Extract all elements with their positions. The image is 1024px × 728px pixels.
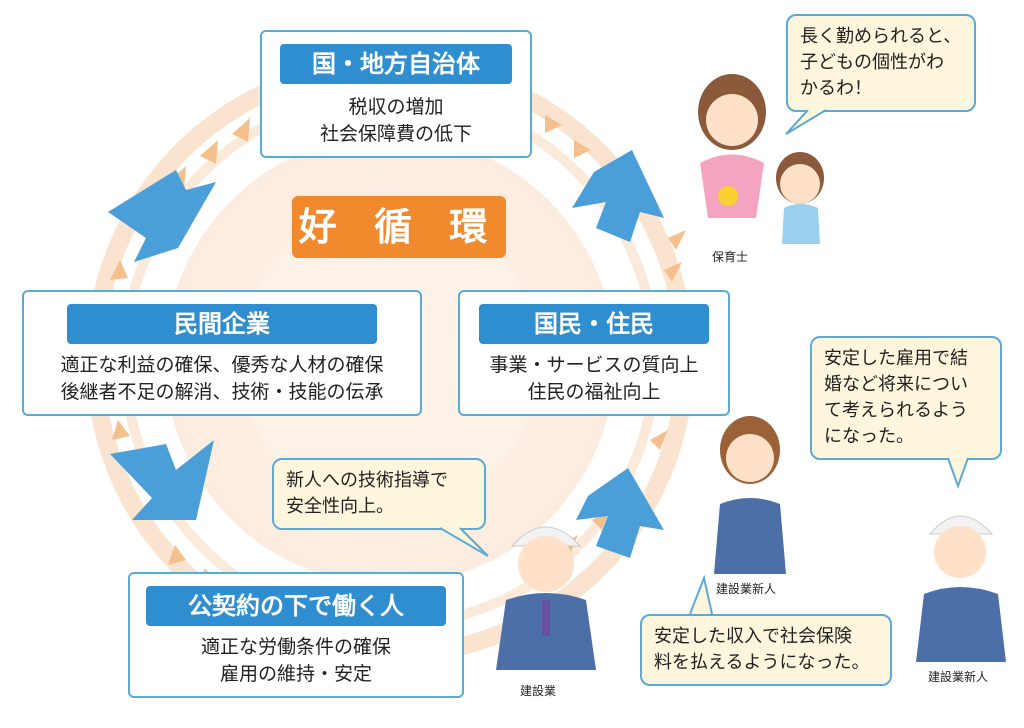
caption-new-female: 建設業新人 bbox=[716, 582, 777, 596]
node-citizens-title: 国民・住民 bbox=[479, 304, 709, 344]
center-label: 好 循 環 bbox=[292, 196, 506, 258]
node-government-title: 国・地方自治体 bbox=[280, 44, 512, 84]
speech-line: 料を払えるようになった。 bbox=[654, 652, 870, 673]
node-private-line-1: 適正な利益の確保、優秀な人材の確保 bbox=[60, 354, 384, 376]
speech-line: 安全性向上。 bbox=[286, 496, 394, 517]
blue-arrow-bottom-left bbox=[110, 440, 214, 520]
nursery-teacher-illustration bbox=[698, 74, 824, 244]
node-workers-line-1: 適正な労働条件の確保 bbox=[200, 636, 391, 658]
speech-line: 長く勤められると、 bbox=[800, 26, 962, 47]
new-male-worker-illustration bbox=[916, 515, 1006, 662]
new-female-worker-illustration bbox=[714, 416, 786, 574]
node-government-line-1: 税収の増加 bbox=[348, 96, 444, 118]
node-private-title: 民間企業 bbox=[67, 304, 377, 344]
speech-line: て考えられるよう bbox=[824, 400, 968, 421]
speech-line: かるわ！ bbox=[800, 78, 872, 99]
node-citizens-line-1: 事業・サービスの質向上 bbox=[489, 354, 699, 376]
node-private-line-2: 後継者不足の解消、技術・技能の伝承 bbox=[60, 381, 384, 403]
node-workers: 公契約の下で働く人 適正な労働条件の確保 雇用の維持・安定 bbox=[128, 572, 464, 698]
speech-line: 新人への技術指導で bbox=[286, 470, 448, 491]
speech-line: 婚など将来につい bbox=[824, 374, 968, 395]
blue-arrow-top-left bbox=[108, 170, 216, 262]
node-government-line-2: 社会保障費の低下 bbox=[319, 123, 472, 145]
node-citizens-line-2: 住民の福祉向上 bbox=[527, 381, 661, 403]
speech-line: 安定した雇用で結 bbox=[824, 348, 968, 369]
speech-bubble-nursery: 長く勤められると、 子どもの個性がわ かるわ！ bbox=[786, 14, 976, 112]
speech-bubble-new-male: 安定した雇用で結 婚など将来につい て考えられるよう になった。 bbox=[810, 336, 1002, 460]
speech-line: になった。 bbox=[824, 426, 914, 447]
node-citizens: 国民・住民 事業・サービスの質向上 住民の福祉向上 bbox=[458, 290, 730, 416]
node-private: 民間企業 適正な利益の確保、優秀な人材の確保 後継者不足の解消、技術・技能の伝承 bbox=[22, 290, 422, 416]
node-government: 国・地方自治体 税収の増加 社会保障費の低下 bbox=[260, 30, 532, 158]
node-workers-title: 公契約の下で働く人 bbox=[146, 586, 446, 626]
speech-line: 安定した収入で社会保険 bbox=[654, 626, 852, 647]
node-workers-line-2: 雇用の維持・安定 bbox=[219, 663, 372, 685]
caption-nursery: 保育士 bbox=[712, 250, 749, 264]
caption-senior: 建設業 bbox=[520, 684, 557, 698]
speech-line: 子どもの個性がわ bbox=[800, 52, 944, 73]
speech-bubble-new-female: 安定した収入で社会保険 料を払えるようになった。 bbox=[640, 614, 892, 686]
senior-worker-illustration bbox=[496, 526, 596, 670]
speech-bubble-senior: 新人への技術指導で 安全性向上。 bbox=[272, 458, 486, 530]
caption-new-male: 建設業新人 bbox=[928, 670, 989, 684]
